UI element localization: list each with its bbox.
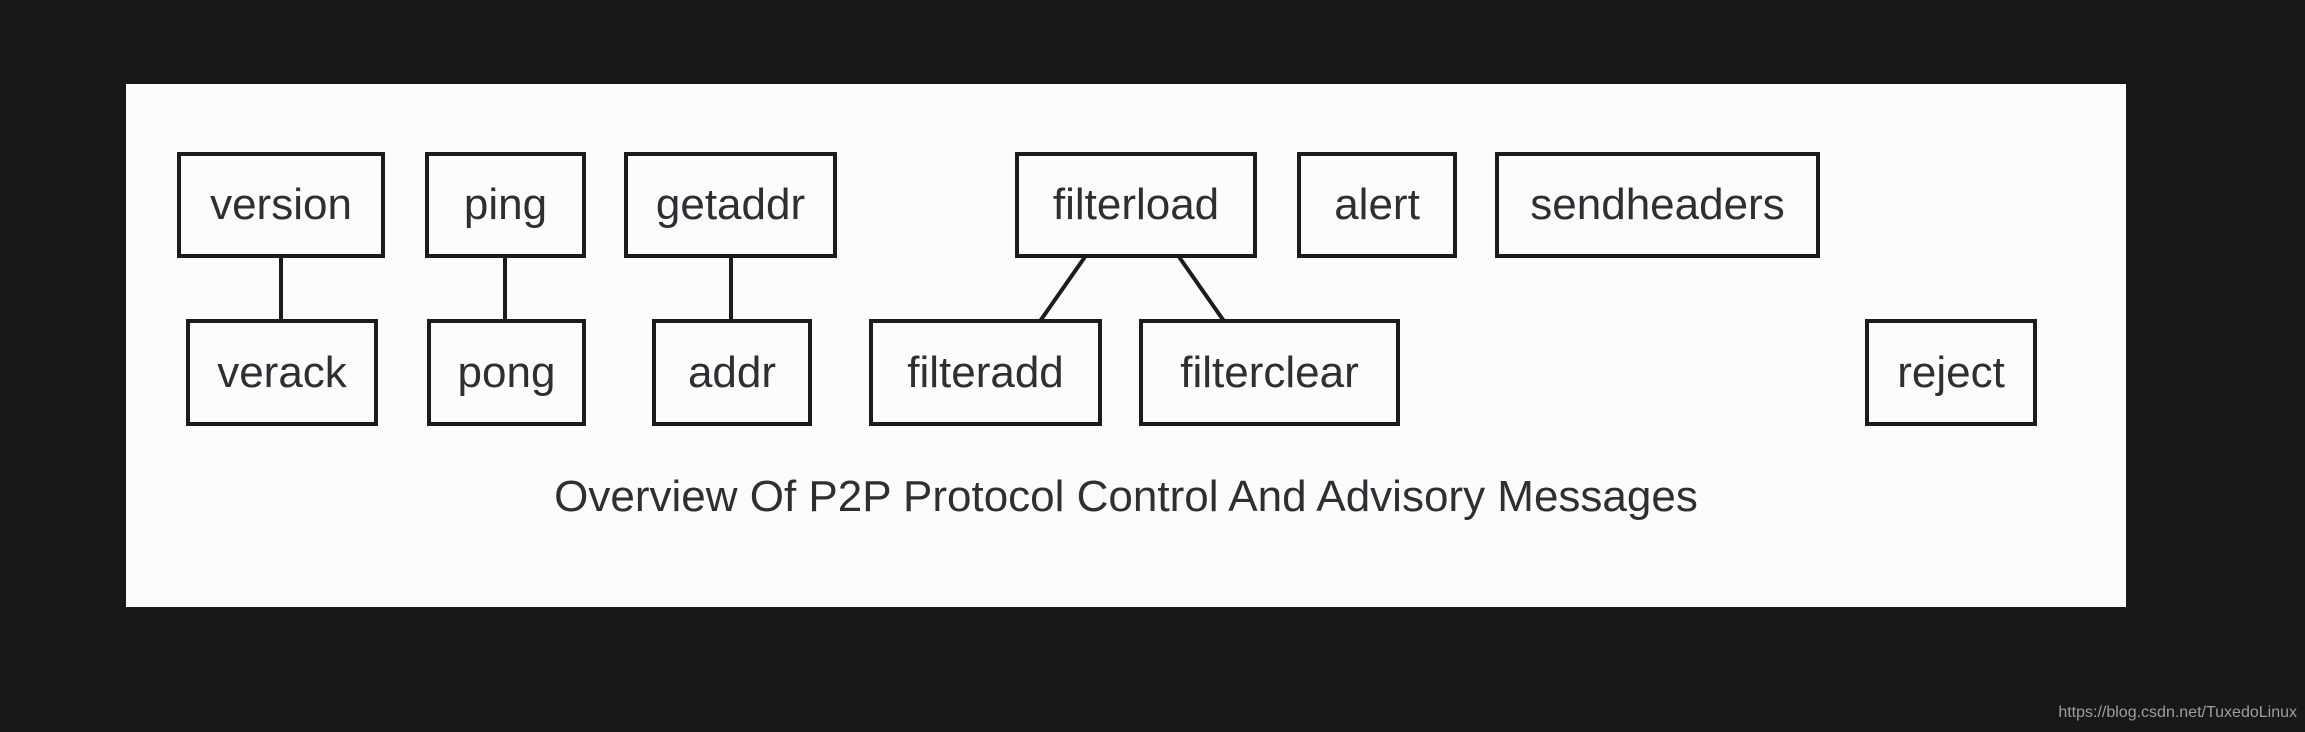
node-filterload: filterload	[1015, 152, 1257, 258]
node-ping: ping	[425, 152, 586, 258]
node-verack: verack	[186, 319, 378, 426]
edges-layer	[279, 252, 1228, 326]
node-addr: addr	[652, 319, 812, 426]
node-filteradd: filteradd	[869, 319, 1102, 426]
edge-filterload-filteradd	[1036, 252, 1089, 326]
node-getaddr: getaddr	[624, 152, 837, 258]
diagram-caption: Overview Of P2P Protocol Control And Adv…	[554, 472, 1698, 521]
node-filterclear: filterclear	[1139, 319, 1400, 426]
watermark-url: https://blog.csdn.net/TuxedoLinux	[2058, 704, 2297, 721]
node-sendheaders: sendheaders	[1495, 152, 1820, 258]
node-alert: alert	[1297, 152, 1457, 258]
diagram-panel: version ping getaddr filterload alert se…	[126, 84, 2126, 607]
node-version: version	[177, 152, 385, 258]
node-pong: pong	[427, 319, 586, 426]
node-reject: reject	[1865, 319, 2037, 426]
edge-filterload-filterclear	[1175, 252, 1228, 326]
